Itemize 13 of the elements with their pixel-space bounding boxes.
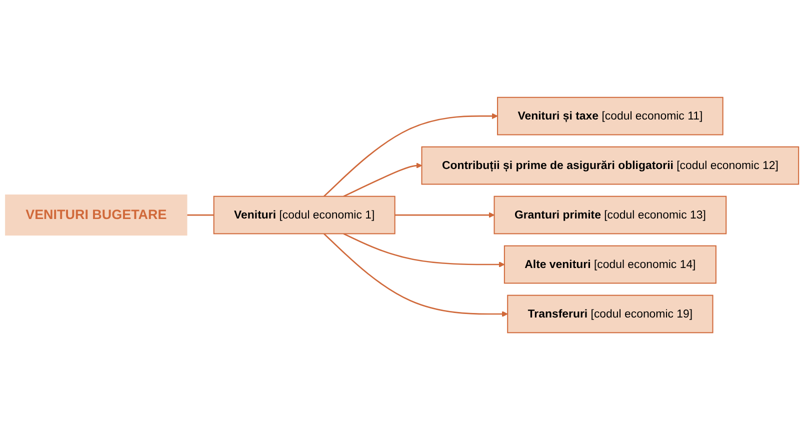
connector (186, 214, 214, 216)
node-box: Alte venituri [codul economic 14] (504, 246, 716, 284)
node-box: Venituri [codul economic 1] (213, 196, 396, 235)
node-box: Granturi primite [codul economic 13] (494, 196, 727, 235)
arrow (394, 212, 495, 218)
arrow (343, 163, 422, 198)
node-box: Contribuții și prime de asigurări obligatorii [codul economic 12] (421, 146, 800, 186)
node-box: VENITURI BUGETARE (5, 194, 188, 236)
node-box: Transferuri [codul economic 19] (507, 295, 714, 334)
node-box: Venituri și taxe [codul economic 11] (497, 97, 724, 136)
arrow (343, 234, 505, 268)
arrow (324, 114, 498, 198)
arrow (324, 234, 508, 318)
